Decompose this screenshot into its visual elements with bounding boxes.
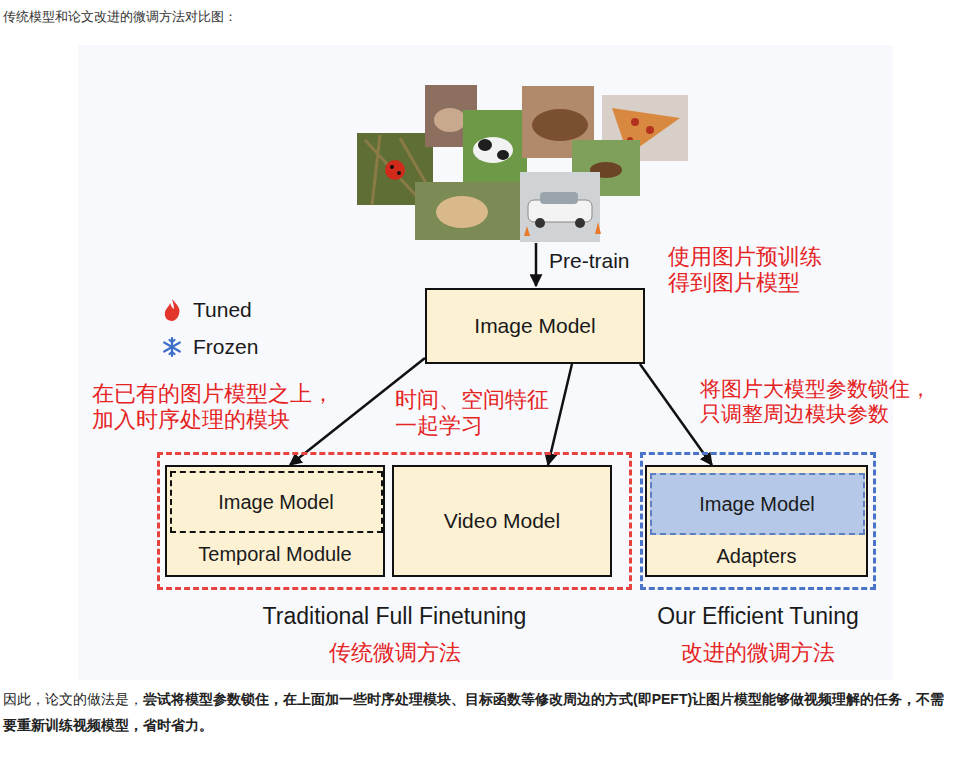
dog-photo-part (497, 150, 509, 160)
box-label: Our Efficient Tuning (643, 601, 873, 631)
annotation-note: 将图片大模型参数锁住， 只调整周边模块参数 (700, 376, 935, 426)
ladybug-photo-part (397, 171, 401, 175)
connector-layer-part (290, 358, 712, 465)
method-group: Image ModelAdaptersOur Efficient Tuning改… (640, 452, 876, 590)
pizza-photo-part (646, 126, 654, 134)
ladybug-photo-part (385, 160, 405, 180)
cat-photo-part (434, 108, 466, 132)
car-photo (520, 172, 601, 242)
ladybug-photo-part (390, 165, 394, 169)
step-label: Pre-train (549, 248, 630, 273)
legend-text: Frozen (193, 335, 258, 358)
car-photo-part (540, 192, 578, 204)
page-heading: 传统模型和论文改进的微调方法对比图： (3, 8, 237, 26)
model-box: Video Model (392, 465, 612, 577)
model-box: Image Model (170, 471, 383, 533)
hamster-photo-part (415, 182, 520, 240)
table-photo-part (532, 109, 588, 141)
box-sublabel: 改进的微调方法 (643, 638, 873, 668)
pretrain-arrow (535, 243, 538, 286)
car-photo-part (524, 222, 601, 236)
car-photo-part (535, 218, 545, 228)
hamster-photo (415, 182, 520, 240)
box-label: Image Model (218, 490, 334, 514)
paragraph-text: 尝试将模型参数锁住，在上面加一些时序处理模块、目标函数等修改周边的方式(即PEF… (3, 691, 944, 733)
car-photo-part (575, 218, 585, 228)
box-label: Video Model (444, 508, 560, 533)
box-label: Traditional Full Finetuning (160, 601, 629, 631)
box-sublabel: 传统微调方法 (160, 638, 629, 668)
hamster-photo-part (436, 196, 488, 228)
method-group: Image ModelTemporal ModuleVideo ModelTra… (157, 452, 632, 590)
tuned-icon-part (165, 299, 180, 321)
box-label: Temporal Module (167, 535, 383, 573)
connector-arrow (548, 364, 572, 465)
frozen-icon-part (164, 338, 180, 356)
annotation-note: 时间、空间特征 一起学习 (395, 387, 556, 440)
model-box: Image ModelTemporal Module (165, 465, 385, 577)
dog-photo-part (478, 139, 492, 151)
box-label: Adapters (647, 537, 866, 575)
frozen-model-box: Image Model (650, 473, 865, 535)
annotation-note: 在已有的图片模型之上， 加入时序处理的模块 (92, 381, 338, 434)
legend-item: Tuned (193, 297, 252, 323)
pizza-photo-part (631, 118, 639, 126)
paragraph-text: 因此，论文的做法是， (3, 691, 143, 707)
legend-text: Tuned (193, 298, 252, 321)
model-box: Image Model (425, 288, 645, 364)
dog-photo (463, 110, 527, 182)
box-label: Image Model (474, 313, 595, 338)
figure-panel (78, 45, 893, 680)
car-photo-part (520, 172, 600, 242)
dog-photo-part (463, 110, 527, 182)
training-photos (357, 85, 688, 242)
model-box: Image ModelAdapters (645, 465, 868, 577)
box-label: Image Model (699, 492, 815, 516)
legend-item: Frozen (193, 334, 258, 360)
annotation-note: 使用图片预训练 得到图片模型 (668, 244, 829, 297)
dog-photo-part (473, 137, 513, 163)
body-paragraph: 因此，论文的做法是，尝试将模型参数锁住，在上面加一些时序处理模块、目标函数等修改… (3, 686, 953, 738)
